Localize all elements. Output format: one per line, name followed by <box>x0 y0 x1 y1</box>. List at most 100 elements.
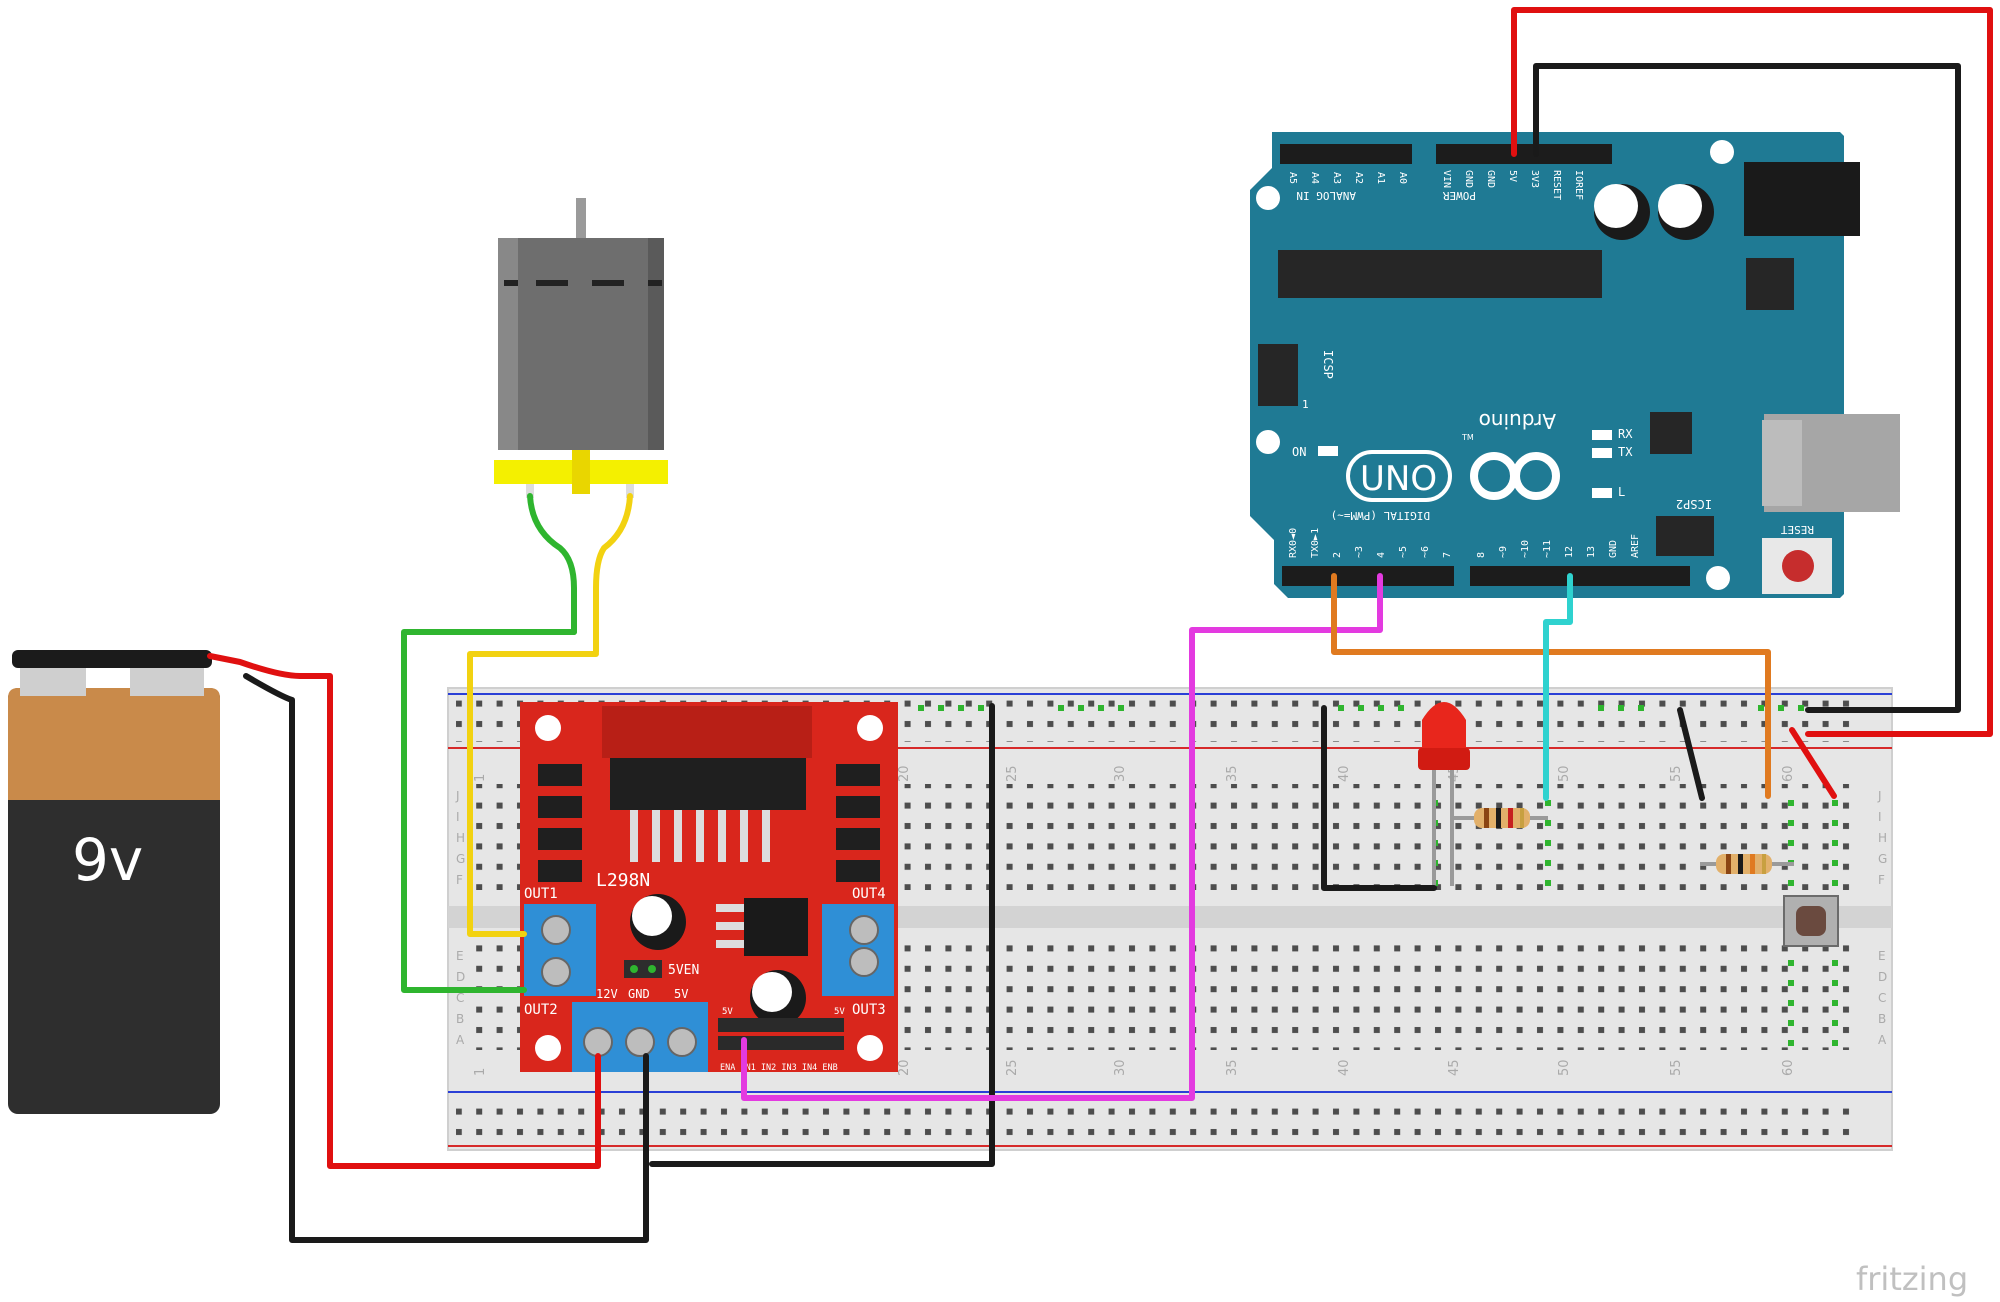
analog-pin: A1 <box>1375 172 1386 184</box>
resistor-led <box>1454 808 1548 828</box>
analog-pin: A3 <box>1331 172 1342 184</box>
l-label: L <box>1618 485 1625 499</box>
resistor-button <box>1700 854 1794 874</box>
col-label: 60 <box>1781 765 1796 782</box>
digital-header-label: DIGITAL (PWM=~) <box>1331 509 1430 522</box>
col-label: 40 <box>1337 765 1352 782</box>
row-letter: G <box>1878 852 1887 866</box>
wire-orange <box>1331 573 1771 799</box>
rx-label: RX <box>1618 427 1633 441</box>
col-label: 45 <box>1447 1059 1462 1076</box>
row-letter: D <box>1878 970 1887 984</box>
digital-pin: 2 <box>1332 552 1343 558</box>
row-letter: B <box>456 1012 464 1026</box>
col-label: 25 <box>1005 765 1020 782</box>
analog-pin: A2 <box>1353 172 1364 184</box>
row-letter: B <box>1878 1012 1886 1026</box>
digital-pin: RX0◄0 <box>1288 528 1299 558</box>
col-label: 35 <box>1225 765 1240 782</box>
digital-pin: ~6 <box>1420 546 1431 558</box>
digital-pin: ~3 <box>1354 546 1365 558</box>
row-letter: J <box>1877 789 1882 803</box>
col-label: 25 <box>1005 1059 1020 1076</box>
label-5ven: 5VEN <box>668 963 699 978</box>
row-letter: A <box>1878 1033 1887 1047</box>
motor-lead-green <box>527 493 577 635</box>
col-label: 30 <box>1113 765 1128 782</box>
icsp2-label: ICSP2 <box>1676 497 1712 511</box>
l298n-driver-board: L298N 5VEN OUT1 OUT2 OUT <box>520 702 898 1073</box>
icsp-one-label: 1 <box>1302 398 1309 411</box>
wire-battery-red <box>207 653 601 1169</box>
fritzing-watermark: fritzing <box>1856 1260 1968 1298</box>
battery-label: 9v <box>72 826 143 894</box>
power-pin: VIN <box>1441 170 1452 188</box>
digital-pin: ~9 <box>1498 546 1509 558</box>
wire-green <box>401 629 577 993</box>
row-letter: A <box>456 1033 465 1047</box>
terminal-out1-out2 <box>524 904 596 996</box>
motor-lead-yellow <box>593 493 633 655</box>
wire-jumper-red <box>1789 727 1837 799</box>
analog-pin: A4 <box>1309 172 1320 184</box>
power-pin: IOREF <box>1573 170 1584 200</box>
col-label: 40 <box>1337 1059 1352 1076</box>
power-pin: RESET <box>1551 170 1562 200</box>
analog-pin: A5 <box>1287 172 1298 184</box>
row-letter: J <box>455 789 460 803</box>
digital-pin: ~10 <box>1520 540 1531 558</box>
bottom-power-rail-holes <box>456 1098 1856 1142</box>
col-label: 50 <box>1557 1059 1572 1076</box>
col-label: 55 <box>1669 1059 1684 1076</box>
digital-pin: GND <box>1608 540 1619 558</box>
col-label: 35 <box>1225 1059 1240 1076</box>
push-button[interactable] <box>1783 895 1839 947</box>
digital-pin: 13 <box>1586 546 1597 558</box>
arduino-model: UNO <box>1360 459 1437 499</box>
col-label: 20 <box>897 1059 912 1076</box>
label-5v: 5V <box>674 987 688 1001</box>
digital-pin: 4 <box>1376 552 1387 558</box>
row-letter: C <box>1878 991 1886 1005</box>
digital-pin: TX0►1 <box>1310 528 1321 558</box>
col-label: 50 <box>1557 765 1572 782</box>
red-led <box>1418 702 1470 886</box>
power-pin: GND <box>1485 170 1496 188</box>
on-label: ON <box>1292 445 1306 459</box>
col-label: 20 <box>897 765 912 782</box>
driver-name: L298N <box>596 870 650 891</box>
wire-yellow <box>467 651 599 937</box>
row-letter: I <box>1878 810 1882 824</box>
digital-pin: ~5 <box>1398 546 1409 558</box>
row-letter: G <box>456 852 465 866</box>
tx-label: TX <box>1618 445 1633 459</box>
label-5v-small-b: 5V <box>834 1007 845 1017</box>
analog-header-label: ANALOG IN <box>1296 189 1356 202</box>
label-5v-small-a: 5V <box>722 1007 733 1017</box>
label-control-pins: ENA IN1 IN2 IN3 IN4 ENB <box>720 1063 838 1073</box>
wire-5v-red <box>1511 7 1993 737</box>
row-letter: H <box>456 831 465 845</box>
terminal-power <box>572 1002 708 1072</box>
terminal-out3-out4 <box>822 904 894 996</box>
row-letter: H <box>1878 831 1887 845</box>
digital-pin: ~11 <box>1542 540 1553 558</box>
col-label: 1 <box>473 774 488 782</box>
wire-cyan <box>1543 573 1573 801</box>
digital-pin: 12 <box>1564 546 1575 558</box>
arduino-uno-board: UNO Arduino TM ANALOG IN POWER DIGITAL (… <box>1250 132 1900 598</box>
col-label: 1 <box>473 1068 488 1076</box>
wire-magenta <box>741 573 1383 1101</box>
col-label: 30 <box>1113 1059 1128 1076</box>
arduino-brand: Arduino <box>1479 409 1556 433</box>
wire-led-gnd <box>1321 705 1437 891</box>
label-out4: OUT4 <box>852 886 886 902</box>
analog-pin: A0 <box>1397 172 1408 184</box>
col-label: 60 <box>1781 1059 1796 1076</box>
row-letter: E <box>1878 949 1886 963</box>
digital-pin: 7 <box>1442 552 1453 558</box>
wire-battery-black <box>243 673 649 1243</box>
arduino-tm: TM <box>1461 433 1474 442</box>
battery-9v: 9v <box>8 650 220 1114</box>
icsp-label: ICSP <box>1321 350 1335 379</box>
